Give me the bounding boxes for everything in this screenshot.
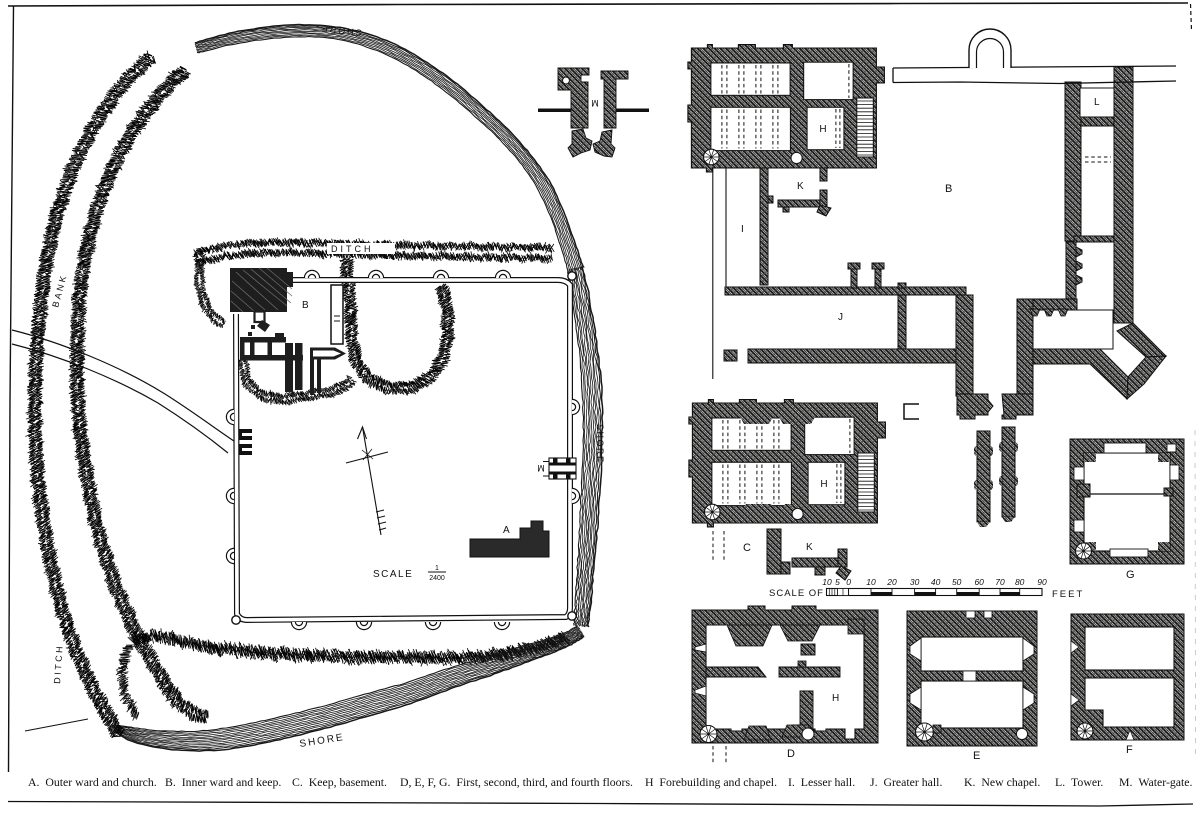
svg-text:50: 50	[952, 577, 962, 587]
svg-text:80: 80	[1015, 577, 1025, 587]
svg-text:DITCH: DITCH	[52, 644, 65, 685]
svg-text:E: E	[973, 750, 980, 762]
svg-text:M. Water-gate.: M. Water-gate.	[1119, 775, 1193, 789]
svg-text:G: G	[1126, 569, 1135, 581]
svg-text:H Forebuilding and chapel.: H Forebuilding and chapel.	[645, 775, 777, 789]
svg-text:30: 30	[910, 577, 920, 587]
svg-text:I. Lesser hall.: I. Lesser hall.	[788, 775, 855, 789]
svg-text:70: 70	[995, 577, 1005, 587]
svg-text:L. Tower.: L. Tower.	[1055, 775, 1103, 789]
svg-text:M: M	[591, 98, 599, 108]
svg-text:SCALE: SCALE	[373, 569, 413, 580]
svg-text:B: B	[945, 183, 952, 195]
svg-text:40: 40	[931, 577, 941, 587]
svg-text:J. Greater hall.: J. Greater hall.	[870, 775, 942, 789]
svg-text:I: I	[741, 224, 744, 235]
svg-text:M: M	[537, 463, 545, 473]
svg-text:H: H	[819, 124, 826, 135]
svg-text:A: A	[503, 525, 510, 536]
svg-text:5: 5	[835, 577, 840, 587]
svg-text:20: 20	[886, 577, 897, 587]
svg-text:D: D	[787, 748, 795, 760]
svg-text:C. Keep, basement.: C. Keep, basement.	[292, 775, 387, 789]
svg-text:D, E, F, G. First, second, th: D, E, F, G. First, second, third, and fo…	[400, 775, 633, 789]
svg-text:B. Inner ward and keep.: B. Inner ward and keep.	[165, 775, 281, 789]
svg-text:SHORE: SHORE	[595, 424, 605, 464]
svg-text:C: C	[743, 542, 751, 554]
svg-text:60: 60	[974, 577, 984, 587]
svg-text:FEET: FEET	[1052, 589, 1084, 600]
svg-text:K: K	[797, 181, 804, 192]
svg-text:0: 0	[846, 577, 851, 587]
svg-text:SCALE OF: SCALE OF	[769, 588, 824, 599]
svg-text:L: L	[1094, 97, 1100, 108]
svg-text:90: 90	[1037, 577, 1047, 587]
svg-text:K: K	[806, 542, 813, 553]
svg-text:H: H	[820, 479, 827, 490]
svg-text:DITCH: DITCH	[331, 244, 374, 254]
svg-text:10: 10	[866, 577, 876, 587]
svg-text:2400: 2400	[429, 575, 445, 582]
svg-text:1: 1	[435, 565, 439, 572]
svg-text:B: B	[302, 300, 309, 311]
svg-text:K. New chapel.: K. New chapel.	[964, 775, 1040, 789]
svg-text:H: H	[832, 693, 839, 704]
svg-text:F: F	[1126, 744, 1133, 756]
svg-text:A. Outer ward and church.: A. Outer ward and church.	[28, 775, 157, 789]
svg-text:J: J	[838, 312, 843, 323]
svg-text:10: 10	[822, 577, 832, 587]
